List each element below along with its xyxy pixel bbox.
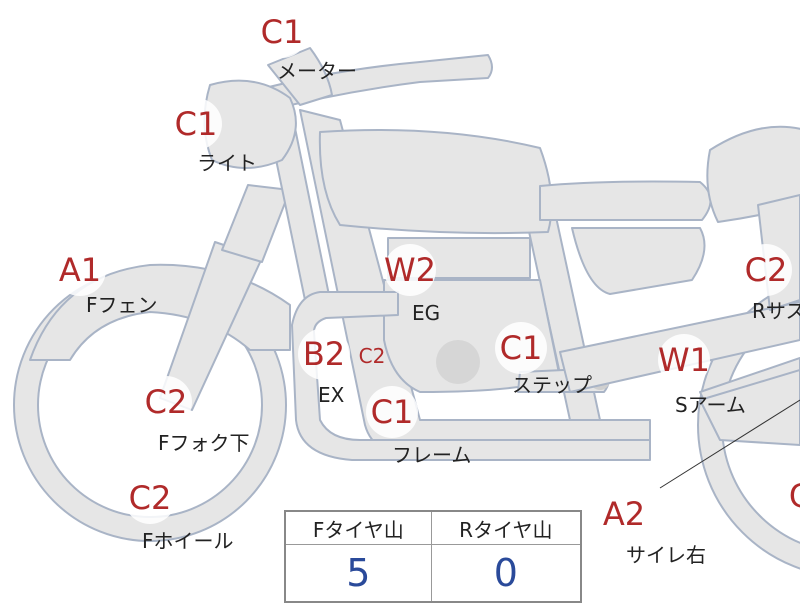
rear-shock-grade-badge [740,244,792,296]
engine-grade-badge [384,244,436,296]
tire-tread-table: Fタイヤ山 Rタイヤ山 5 0 [284,510,582,603]
swing-arm-label: Sアーム [675,393,746,417]
front-fender-grade-badge [54,244,106,296]
meter-label: メーター [277,59,357,83]
silencer-leader-line [659,399,800,489]
front-fork-lower-label: Fフォク下 [158,431,250,455]
right-silencer-grade: A2 [603,495,645,533]
swing-arm-grade: W1 [658,341,710,379]
exhaust-pipe [291,291,651,461]
front-fender-label: Fフェン [86,293,158,317]
front-fender-grade: A1 [59,251,101,289]
front-fork-lower-grade-badge [140,376,192,428]
front-tire-tread-value: 5 [284,544,432,603]
rear-shock-label: Rサス [752,299,800,323]
engine-grade: W2 [384,251,436,289]
engine-label: EG [412,301,440,325]
footpeg-grade-badge [495,322,547,374]
headlight-grade: C1 [175,105,218,143]
front-tire-tread-header: Fタイヤ山 [284,510,432,545]
swing-arm-grade-badge [658,334,710,386]
fuel-tank [318,129,553,235]
seat [539,180,712,221]
frame-grade-badge [366,386,418,438]
meter-housing [267,47,333,106]
footpeg-grade: C1 [500,329,543,367]
exhaust-grade-badge [298,328,350,380]
rear-wheel-grade: C [789,477,800,515]
front-wheel-grade-badge [124,472,176,524]
rear-wheel-grade-badge [774,470,800,522]
side-cover [571,227,706,295]
meter-grade: C1 [261,13,304,51]
rear-shock-grade: C2 [745,251,788,289]
exhaust-sub-grade: C2 [359,344,386,368]
front-wheel-grade: C2 [129,479,172,517]
frame-grade: C1 [371,393,414,431]
motorcycle-illustration [13,47,800,570]
front-fork-lower-grade: C2 [145,383,188,421]
footpeg-label: ステップ [512,373,592,397]
rear-tire-tread-header: Rタイヤ山 [430,510,582,545]
meter-grade-badge [256,6,308,58]
frame-label: フレーム [392,443,471,467]
exhaust-grade: B2 [303,335,345,373]
headlight-label: ライト [197,151,257,175]
front-wheel-label: Fホイール [142,529,234,553]
exhaust-label: EX [318,383,345,407]
right-silencer-label: サイレ右 [626,543,706,567]
right-silencer-grade-badge [598,488,650,540]
headlight-grade-badge [170,98,222,150]
rear-tire-tread-value: 0 [430,544,582,603]
muffler [699,369,800,446]
